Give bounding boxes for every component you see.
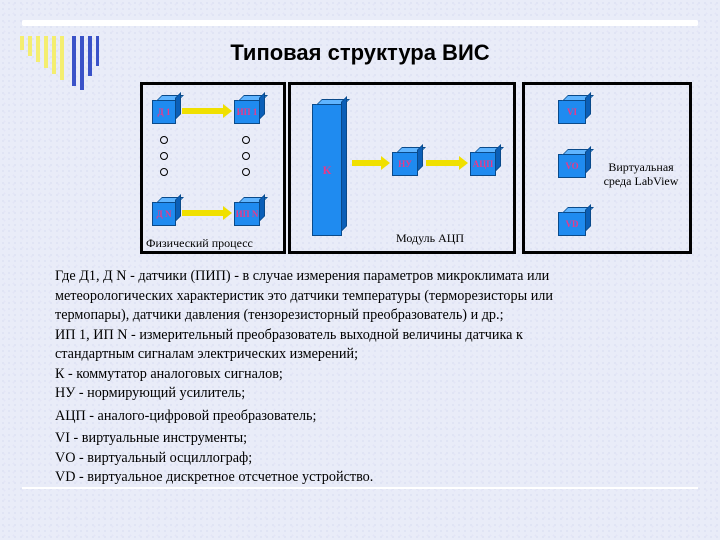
adc-module-frame [288, 82, 516, 254]
physical-process-label: Физический процесс [146, 236, 253, 250]
block-vi-label: VI [566, 106, 577, 117]
description-line: VI - виртуальные инструменты; [55, 430, 248, 446]
block-d1-label: Д 1 [157, 106, 171, 117]
description-line: VD - виртуальное дискретное отсчетное ус… [55, 469, 374, 485]
virtual-env-label: Виртуальная среда LabView [596, 160, 686, 188]
ellipsis-dot [160, 152, 168, 160]
virtual-env-label-line2: среда LabView [603, 174, 679, 188]
block-vo-label: VO [565, 160, 579, 171]
description-line: термопары), датчики давления (тензорезис… [55, 307, 504, 323]
description-line: метеорологических характеристик это датч… [55, 287, 553, 304]
block-vi: VI [558, 92, 594, 124]
virtual-env-frame [522, 82, 692, 254]
description-line: VO - виртуальный осциллограф; [55, 449, 253, 466]
bottom-decor-line [22, 487, 698, 489]
block-k-label: К [322, 162, 332, 177]
ellipsis-dot [242, 152, 250, 160]
description-line: К - коммутатор аналоговых сигналов; [55, 365, 283, 382]
arrow-k-nu [352, 156, 390, 170]
adc-module-label: Модуль АЦП [396, 231, 465, 245]
ellipsis-dot [160, 168, 168, 176]
description-line: НУ - нормирующий усилитель; [55, 385, 246, 401]
description-line: АЦП - аналого-цифровой преобразователь; [55, 407, 317, 424]
description-line: стандартным сигналам электрических измер… [55, 346, 359, 362]
arrow-dn-ipn [182, 206, 232, 220]
ellipsis-dot [242, 136, 250, 144]
block-d1: Д 1 [152, 92, 184, 124]
page-title: Типовая структура ВИС [230, 40, 490, 65]
block-ip1-label: ИП 1 [236, 106, 258, 117]
description: Где Д1, Д N - датчики (ПИП) - в случае и… [55, 267, 675, 488]
decor-stripes [20, 36, 99, 90]
arrow-d1-ip1 [182, 104, 232, 118]
block-ipn-label: ИП N [235, 208, 259, 219]
block-vd: VD [558, 204, 594, 236]
block-dn-label: Д N [156, 208, 172, 219]
ellipsis-dot [160, 136, 168, 144]
description-line: Где Д1, Д N - датчики (ПИП) - в случае и… [55, 268, 550, 284]
block-adc-label: АЦП [472, 158, 494, 169]
block-dn: Д N [152, 194, 184, 226]
block-k: К [312, 96, 350, 236]
virtual-env-label-line1: Виртуальная [608, 160, 674, 174]
block-nu: НУ [392, 144, 426, 176]
block-adc: АЦП [470, 144, 504, 176]
block-ipn: ИП N [234, 194, 268, 226]
top-decor-line [22, 20, 698, 26]
block-ip1: ИП 1 [234, 92, 268, 124]
physical-process-frame [140, 82, 286, 254]
block-vd-label: VD [565, 218, 579, 229]
block-nu-label: НУ [398, 158, 412, 169]
description-line: ИП 1, ИП N - измерительный преобразовате… [55, 326, 523, 343]
block-vo: VO [558, 146, 594, 178]
ellipsis-dot [242, 168, 250, 176]
arrow-nu-adc [426, 156, 468, 170]
